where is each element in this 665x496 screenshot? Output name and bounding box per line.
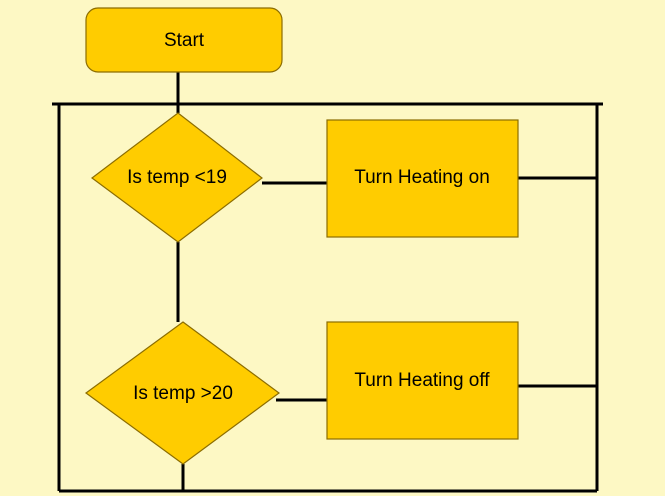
decision-temp-low-label: Is temp <19	[127, 167, 227, 188]
action-heating-off: Turn Heating off	[326, 321, 519, 440]
decision-temp-low: Is temp <19	[90, 112, 263, 243]
start-node: Start	[85, 7, 283, 73]
start-node-shape	[85, 7, 283, 73]
decision-temp-high-label: Is temp >20	[133, 383, 233, 404]
action-heating-on-shape	[326, 119, 519, 238]
action-heating-on-label: Turn Heating on	[354, 167, 490, 188]
decision-temp-high-shape	[84, 321, 281, 465]
connectors	[52, 72, 603, 493]
action-heating-on: Turn Heating on	[326, 119, 519, 238]
action-heating-off-label: Turn Heating off	[354, 370, 490, 391]
action-heating-off-shape	[326, 321, 519, 440]
decision-temp-high: Is temp >20	[84, 321, 281, 465]
start-node-label: Start	[164, 30, 205, 51]
decision-temp-low-shape	[90, 112, 263, 243]
